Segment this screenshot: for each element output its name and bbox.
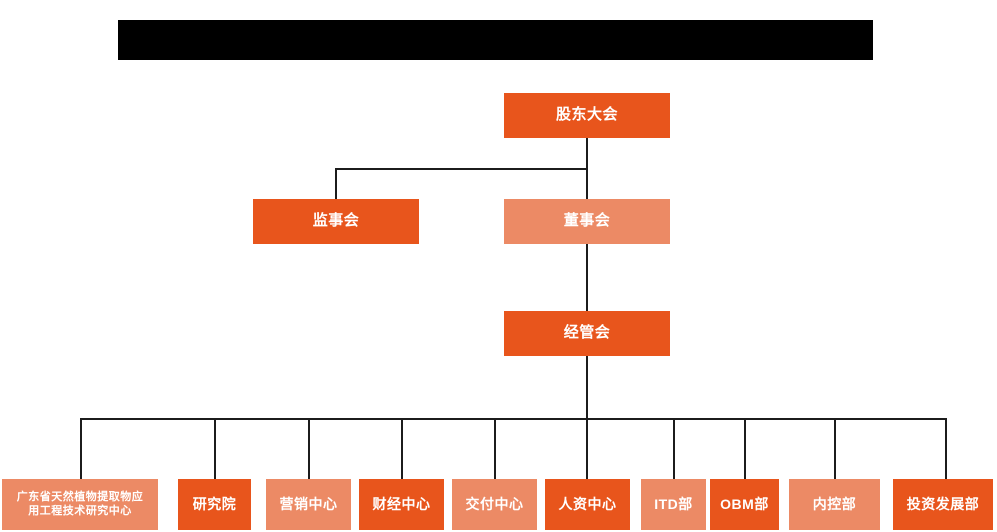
org-node-obm-department[interactable]: OBM部: [710, 479, 779, 530]
org-node-board-of-supervisors[interactable]: 监事会: [253, 199, 419, 244]
connector-supervisors-drop: [335, 168, 337, 199]
org-node-label-investment-development-department: 投资发展部: [906, 495, 980, 512]
org-node-internal-control-department[interactable]: 内控部: [789, 479, 880, 530]
redacted-title-bar: [118, 20, 873, 60]
org-node-guangdong-research-center[interactable]: 广东省天然植物提取物应 用工程技术研究中心: [2, 479, 158, 530]
org-node-human-resources-center[interactable]: 人资中心: [545, 479, 630, 530]
org-node-label-board-of-supervisors: 监事会: [312, 212, 360, 230]
connector-drop-internal-control: [834, 418, 836, 479]
connector-department-bus: [80, 418, 947, 420]
org-node-label-itd-department: ITD部: [654, 495, 693, 512]
connector-shareholders-down-stub: [586, 138, 588, 169]
org-node-label-guangdong-research-center: 广东省天然植物提取物应 用工程技术研究中心: [16, 490, 144, 517]
connector-directors-drop: [586, 168, 588, 199]
connector-drop-research-institute: [214, 418, 216, 479]
connector-drop-finance-center: [401, 418, 403, 479]
org-node-label-management-committee: 经管会: [563, 324, 611, 342]
connector-directors-to-management: [586, 244, 588, 311]
org-node-itd-department[interactable]: ITD部: [641, 479, 706, 530]
org-node-label-research-institute: 研究院: [192, 495, 237, 512]
connector-drop-hr-center: [586, 418, 588, 479]
org-node-marketing-center[interactable]: 营销中心: [266, 479, 351, 530]
org-node-delivery-center[interactable]: 交付中心: [452, 479, 537, 530]
org-node-label-delivery-center: 交付中心: [465, 495, 524, 512]
org-node-research-institute[interactable]: 研究院: [178, 479, 251, 530]
connector-drop-obm-department: [744, 418, 746, 479]
org-node-management-committee[interactable]: 经管会: [504, 311, 670, 356]
connector-drop-delivery-center: [494, 418, 496, 479]
org-node-shareholders-meeting[interactable]: 股东大会: [504, 93, 670, 138]
org-node-label-obm-department: OBM部: [720, 495, 769, 512]
connector-supervisors-directors-bus: [335, 168, 588, 170]
connector-drop-marketing-center: [308, 418, 310, 479]
org-node-label-finance-center: 财经中心: [372, 495, 431, 512]
org-node-board-of-directors[interactable]: 董事会: [504, 199, 670, 244]
org-node-label-internal-control-department: 内控部: [812, 495, 857, 512]
org-node-label-human-resources-center: 人资中心: [558, 495, 617, 512]
connector-drop-guangdong-center: [80, 418, 82, 479]
connector-management-down-to-bus: [586, 356, 588, 418]
org-node-label-marketing-center: 营销中心: [279, 495, 338, 512]
org-node-investment-development-department[interactable]: 投资发展部: [893, 479, 993, 530]
connector-drop-itd-department: [673, 418, 675, 479]
org-node-label-board-of-directors: 董事会: [563, 212, 611, 230]
org-node-finance-center[interactable]: 财经中心: [359, 479, 444, 530]
org-node-label-shareholders-meeting: 股东大会: [555, 106, 618, 124]
connector-drop-investment-development: [945, 418, 947, 479]
